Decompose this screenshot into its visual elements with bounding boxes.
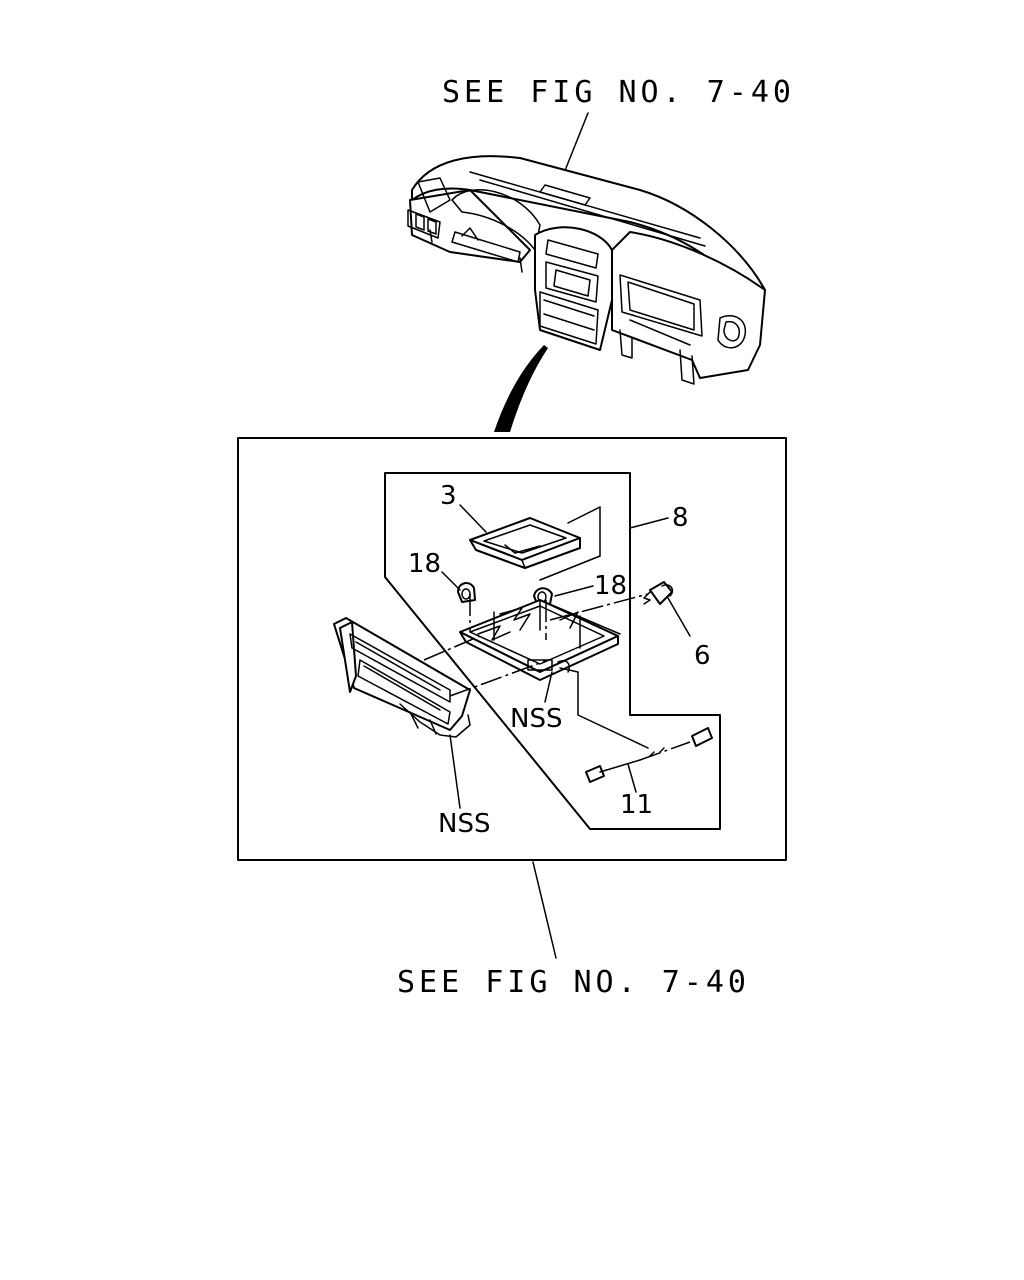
- leader-part-11: [627, 763, 637, 793]
- guide-line-3: [549, 593, 649, 621]
- callout-part-18-right: 18: [594, 571, 627, 601]
- bracket-leader-line: [539, 599, 621, 635]
- callout-part-6: 6: [694, 641, 711, 671]
- callout-nss-center: NSS: [510, 704, 562, 734]
- bezel-nss: [333, 617, 471, 738]
- bracket-base: [459, 599, 619, 681]
- leader-part-8: [629, 517, 669, 529]
- guide-line-2: [449, 659, 549, 697]
- leader-part-18-right: [554, 585, 594, 597]
- leader-part-18-left: [441, 571, 461, 591]
- callout-part-8: 8: [672, 503, 689, 533]
- bottom-figure-reference: SEE FIG NO. 7-40: [397, 965, 750, 1000]
- leader-connector-wire: [559, 667, 649, 749]
- top-reference-leader: [561, 112, 589, 179]
- assembly-boundary-8: [384, 472, 721, 830]
- detail-box: [237, 437, 787, 861]
- clip-part-18-left: [457, 582, 476, 603]
- callout-part-11: 11: [620, 790, 653, 820]
- leader-nss-center: [544, 671, 553, 703]
- leader-part-3: [459, 504, 487, 533]
- screw-part-6: [643, 581, 674, 605]
- leader-nss-lower: [449, 734, 461, 809]
- bottom-reference-leader: [532, 861, 557, 959]
- callout-nss-lower: NSS: [438, 809, 490, 839]
- guide-line-1: [423, 635, 481, 661]
- leader-part-6: [667, 597, 691, 637]
- callout-part-3: 3: [440, 481, 457, 511]
- callout-part-18-left: 18: [408, 549, 441, 579]
- top-figure-reference: SEE FIG NO. 7-40: [442, 75, 795, 110]
- detail-pointer-arrow: [494, 345, 548, 432]
- connector-part-11: [585, 727, 713, 783]
- tray-part-3: [469, 506, 601, 581]
- dashboard-assembly: [407, 155, 766, 385]
